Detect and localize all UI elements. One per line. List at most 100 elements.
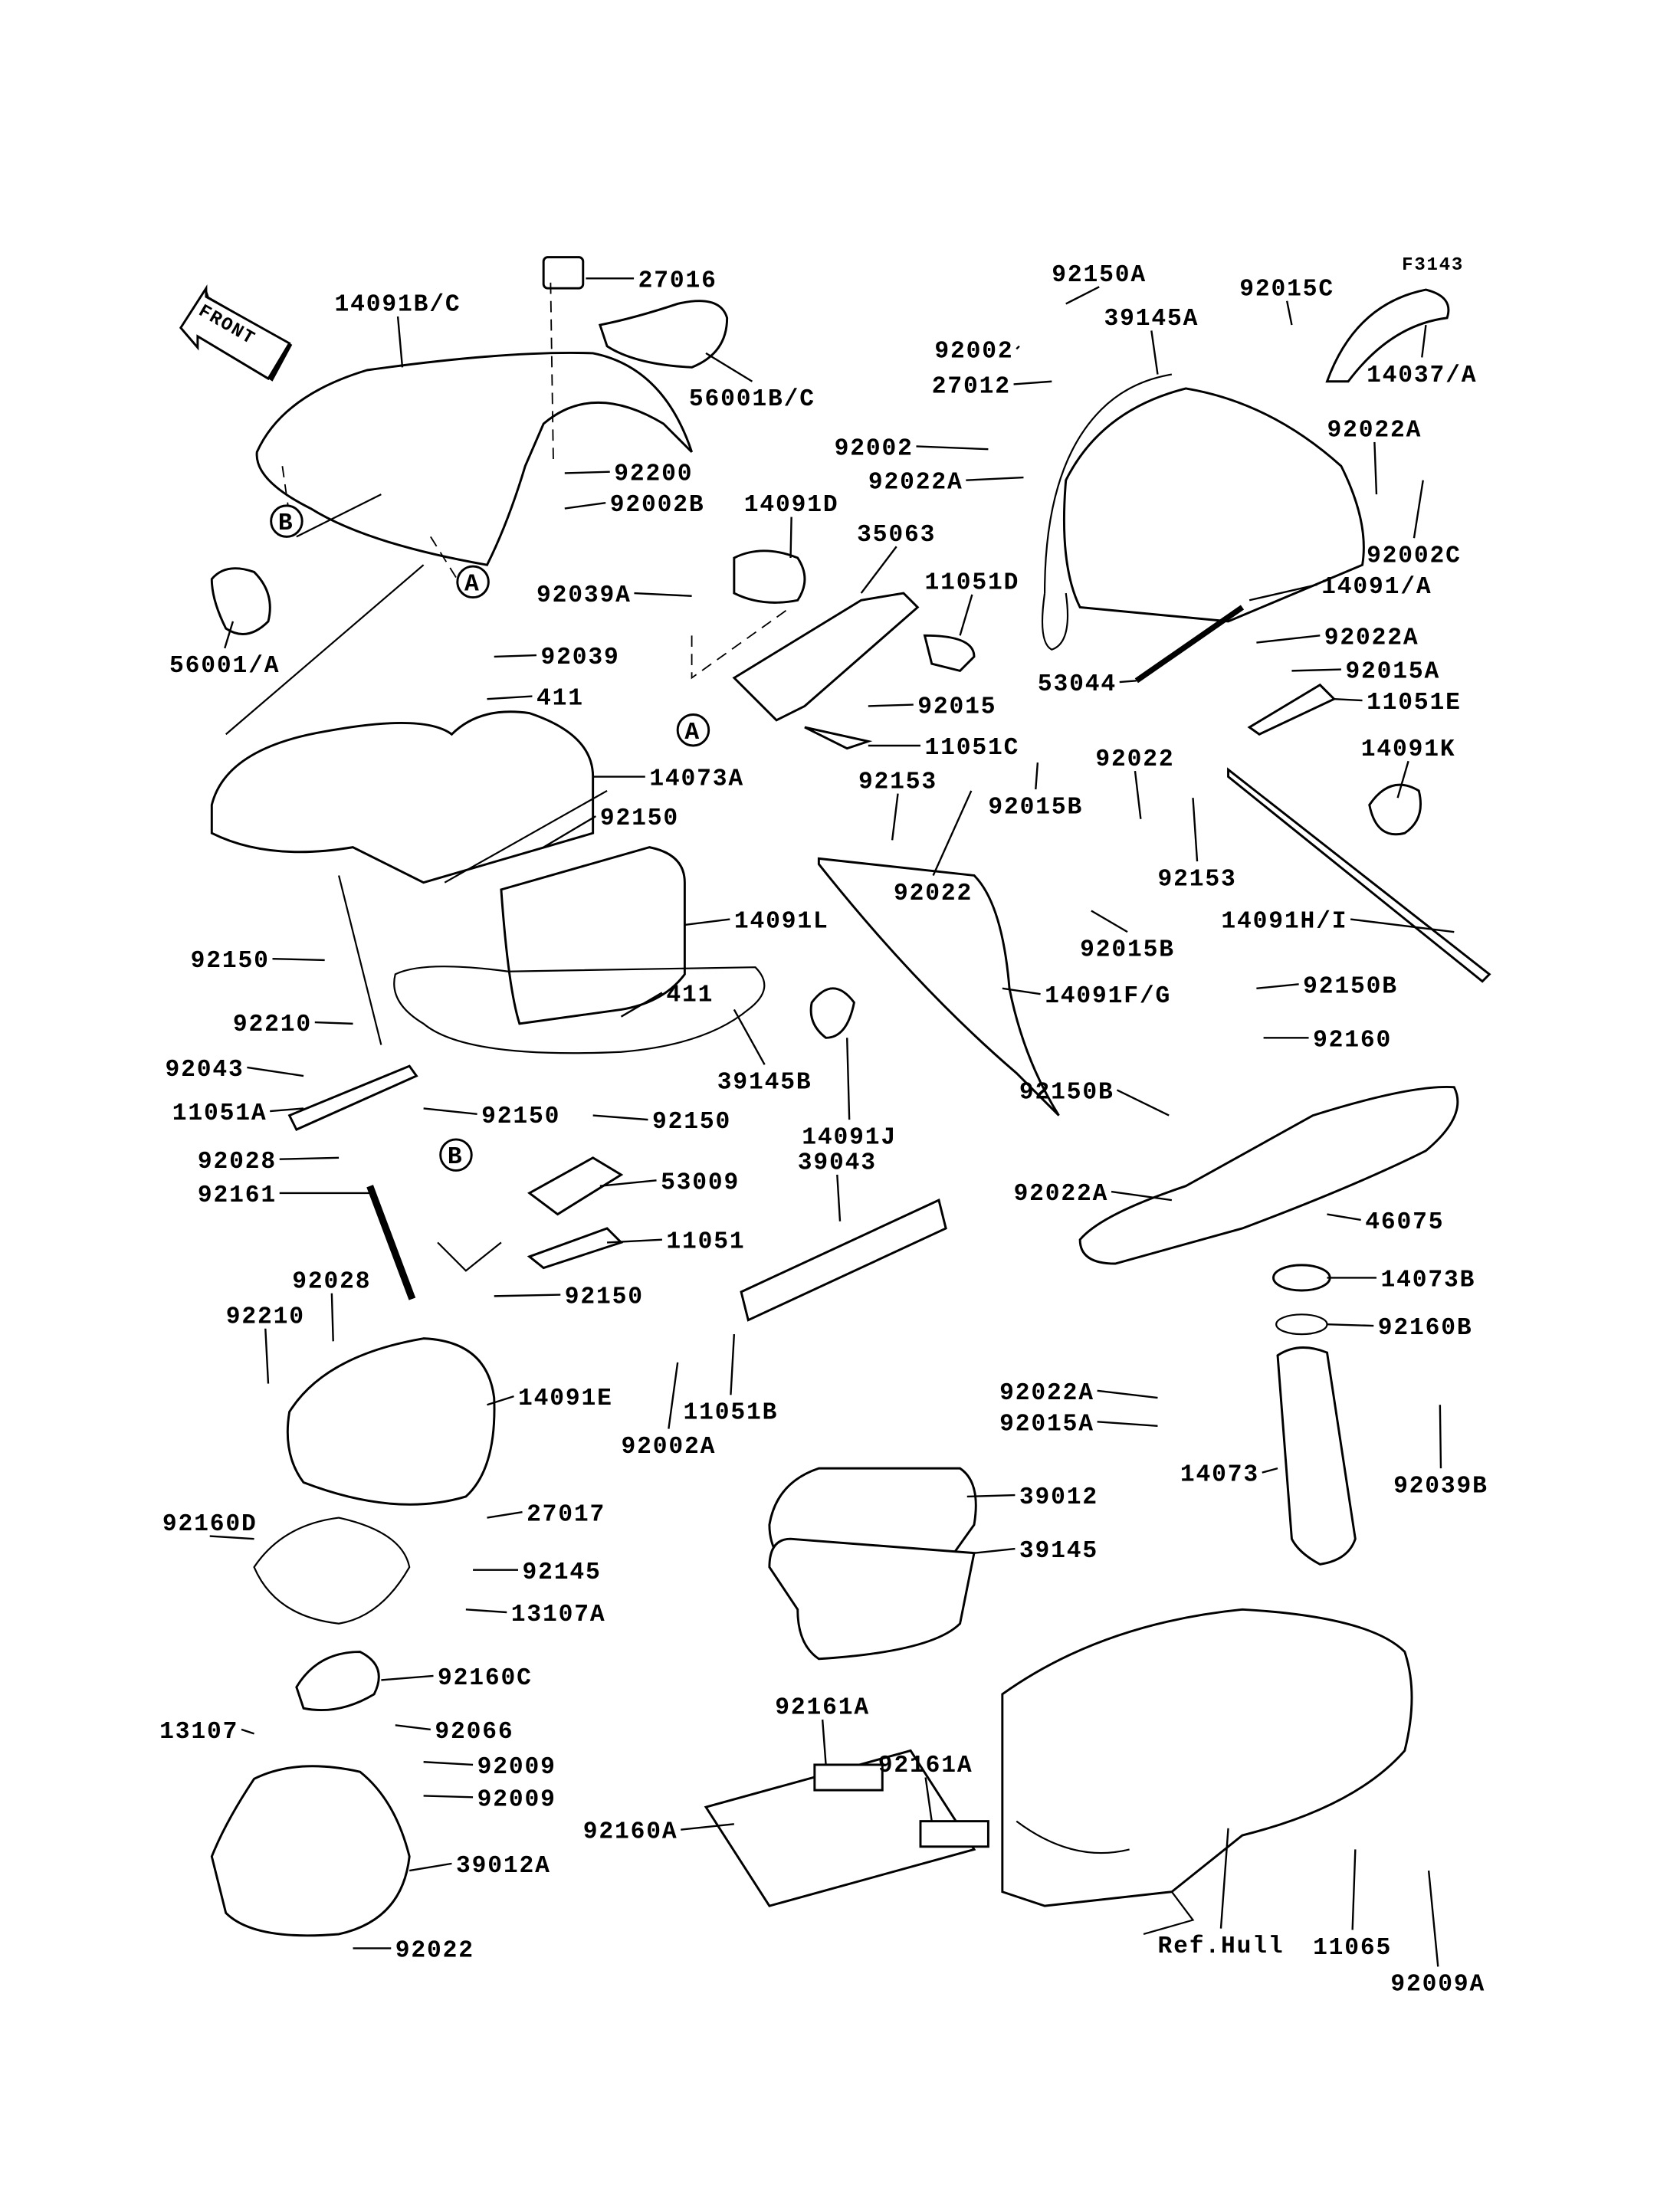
leader-line xyxy=(487,695,533,700)
leader-line xyxy=(868,703,914,707)
leader-line xyxy=(1035,762,1039,790)
part-callout-39012a: 39012A xyxy=(409,1853,550,1880)
leader-line xyxy=(1327,1323,1374,1327)
duct-hose-14073 xyxy=(1276,1346,1357,1566)
part-callout-92022: 92022 xyxy=(1095,746,1173,819)
part-number: 92160D xyxy=(162,1511,258,1538)
part-number: 92145 xyxy=(523,1559,602,1586)
leader-line xyxy=(264,1328,270,1384)
leader-line xyxy=(860,546,897,594)
part-callout-14091j: 14091J xyxy=(802,1038,895,1151)
part-number: 92150B xyxy=(1303,973,1398,1000)
meter-housing-14091a xyxy=(1062,387,1365,623)
pad-92161a-2 xyxy=(919,1820,989,1848)
part-number: 411 xyxy=(536,686,584,713)
leader-line xyxy=(209,1535,254,1540)
part-number: 92015B xyxy=(988,794,1083,821)
leader-line xyxy=(1192,798,1199,862)
part-callout-92009: 92009 xyxy=(423,1786,556,1813)
leader-line xyxy=(279,1156,340,1160)
part-number: 92015C xyxy=(1239,276,1334,303)
gasket-92160d xyxy=(253,1517,411,1625)
part-callout-92039b: 92039B xyxy=(1393,1405,1487,1500)
part-number: 27016 xyxy=(638,267,717,294)
leader-line xyxy=(423,1761,474,1766)
part-number: 92160 xyxy=(1313,1027,1392,1054)
pad-92161a-1 xyxy=(813,1763,884,1792)
part-callout-39145b: 39145B xyxy=(717,1008,812,1097)
leader-line xyxy=(396,316,404,368)
part-number: 14091B/C xyxy=(335,292,461,319)
part-number: Ref.Hull xyxy=(1157,1933,1284,1960)
part-callout-92022: 92022 xyxy=(894,790,973,907)
part-callout-92210: 92210 xyxy=(226,1303,304,1384)
bracket-11051c xyxy=(804,726,873,750)
mirror-56001bc xyxy=(598,300,729,369)
part-callout-92161a: 92161A xyxy=(878,1753,972,1822)
part-number: 92150 xyxy=(652,1109,731,1136)
leader-line xyxy=(932,790,973,876)
part-callout-92002b: 92002B xyxy=(564,492,704,519)
leader-line xyxy=(1439,1405,1442,1469)
handle-pole-14073a xyxy=(210,710,595,884)
part-callout-92009: 92009 xyxy=(423,1754,556,1781)
part-number: 92009 xyxy=(477,1754,556,1781)
part-number: 411 xyxy=(666,982,714,1008)
part-callout-92015b: 92015B xyxy=(1080,910,1175,963)
leader-line xyxy=(966,476,1024,481)
part-number: 92043 xyxy=(166,1057,244,1084)
leader-line xyxy=(423,1107,477,1115)
cover-14037a xyxy=(1325,288,1450,383)
clip-11051d xyxy=(923,634,976,673)
leader-line xyxy=(487,1511,523,1519)
part-number: 92015B xyxy=(1080,936,1175,963)
part-number: 11051C xyxy=(925,735,1020,762)
damper-92161 xyxy=(366,1185,416,1300)
part-number: 92150 xyxy=(481,1103,560,1130)
clip-27016 xyxy=(542,256,585,290)
plate-39043 xyxy=(740,1199,947,1322)
bracket-11051 xyxy=(527,1227,624,1270)
part-callout-39145a: 39145A xyxy=(1104,306,1197,375)
leader-line xyxy=(924,1777,933,1822)
part-callout-14073a: 14073A xyxy=(592,766,743,793)
part-number: 39145B xyxy=(717,1070,812,1097)
part-callout-27016: 27016 xyxy=(586,267,717,294)
part-number: 92161 xyxy=(198,1182,277,1209)
part-callout-92022: 92022 xyxy=(353,1937,473,1964)
part-labels: 14091B/C2701656001B/C9220092002B56001/A1… xyxy=(159,262,1487,1999)
leader-line xyxy=(634,592,692,597)
leader-line xyxy=(1334,698,1363,702)
part-number: 35063 xyxy=(857,522,936,549)
part-callout-35063: 35063 xyxy=(857,522,936,594)
part-callout-11051a: 11051A xyxy=(172,1100,304,1127)
part-callout-92150: 92150 xyxy=(494,1284,644,1311)
part-callout-14091f-g: 14091F/G xyxy=(1002,983,1171,1010)
leader-line xyxy=(1351,1849,1357,1930)
part-number: 14091/A xyxy=(1321,574,1432,601)
part-callout-411: 411 xyxy=(620,982,714,1018)
part-number: 39043 xyxy=(798,1150,877,1177)
leader-line xyxy=(836,1174,842,1221)
part-number: 92150 xyxy=(565,1284,644,1311)
part-callout-14091d: 14091D xyxy=(744,492,838,559)
part-callout-14091b-c: 14091B/C xyxy=(335,292,461,368)
hull-reference xyxy=(1001,1608,1413,1907)
part-callout-92150: 92150 xyxy=(423,1103,560,1130)
leader-line xyxy=(224,621,235,649)
part-number: 92015 xyxy=(917,694,996,721)
leader-line xyxy=(270,1107,304,1113)
part-callout-92028: 92028 xyxy=(292,1268,370,1342)
part-number: 11051B xyxy=(684,1400,779,1427)
leader-line xyxy=(564,471,610,474)
part-callout-14037-a: 14037/A xyxy=(1367,324,1476,389)
part-number: 92009 xyxy=(477,1786,556,1813)
part-number: 92160A xyxy=(583,1819,678,1846)
reference-markers: B A A B xyxy=(270,504,710,1172)
leader-line xyxy=(330,1293,334,1342)
part-callout-11051e: 11051E xyxy=(1334,690,1460,716)
part-number: 14091K xyxy=(1361,736,1456,763)
part-callout-92002c: 92002C xyxy=(1367,480,1460,570)
part-callout-14073: 14073 xyxy=(1180,1462,1278,1489)
part-number: 14091F/G xyxy=(1045,983,1171,1010)
